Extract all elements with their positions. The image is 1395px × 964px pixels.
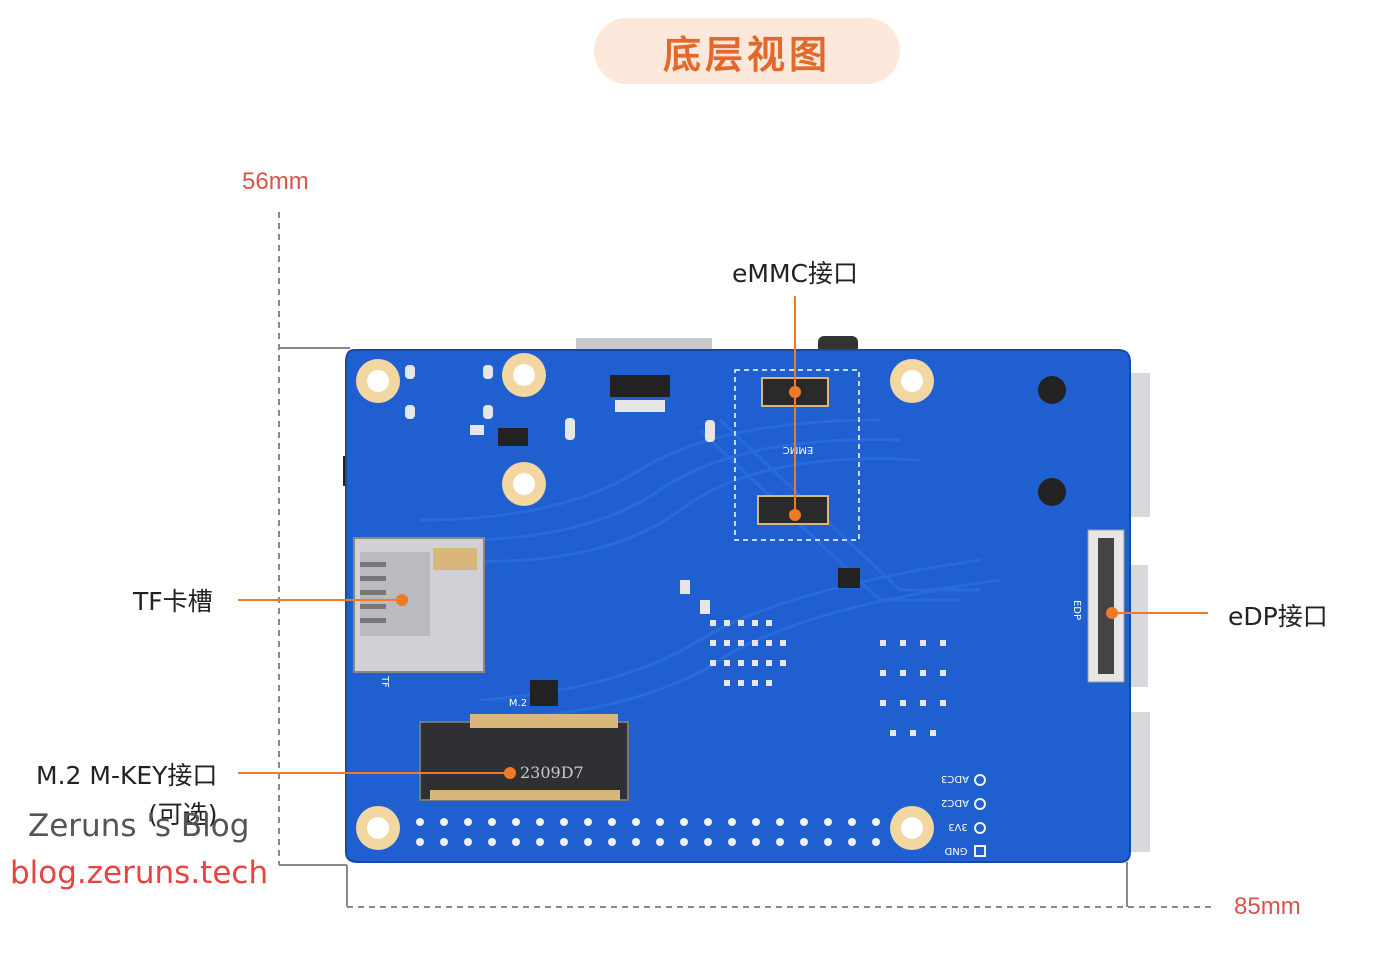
led-top — [1038, 376, 1066, 404]
emmc-callout-label: eMMC接口 — [732, 259, 858, 288]
tf-silkscreen: TF — [379, 675, 390, 688]
callout-dots — [396, 386, 1118, 779]
pin-label-gnd: GND — [944, 845, 967, 856]
pin-pads — [974, 774, 986, 857]
m2-code: 2309D7 — [520, 763, 584, 782]
title-badge: 底层视图 — [594, 18, 900, 84]
pin-labels: ADC3 ADC2 3V3 GND — [941, 773, 969, 856]
soc-pad-field — [710, 620, 946, 736]
dimension-lines — [278, 212, 1212, 908]
m2-callout-note: (可选) — [148, 800, 218, 829]
emmc-outline — [734, 369, 860, 541]
height-dimension-label: 56mm — [242, 168, 309, 195]
m2-slot — [419, 714, 629, 801]
m2-silkscreen: M.2 — [509, 698, 527, 709]
emmc-silkscreen: EMMC — [783, 444, 814, 455]
edp-callout-label: eDP接口 — [1228, 602, 1328, 631]
smd-components — [405, 365, 860, 706]
pin-label-adc2: ADC2 — [941, 797, 969, 808]
gpio-header — [416, 818, 880, 846]
edp-silkscreen: EDP — [1071, 600, 1082, 620]
m2-callout-label: M.2 M-KEY接口 — [36, 761, 218, 790]
mounting-holes — [356, 353, 934, 850]
tf-card-slot — [353, 537, 485, 673]
width-dimension-label: 85mm — [1234, 893, 1301, 920]
callout-lines — [238, 296, 1208, 774]
watermark-name: Zeruns 's Blog — [28, 808, 250, 844]
tf-callout-label: TF卡槽 — [133, 587, 213, 616]
watermark-url: blog.zeruns.tech — [10, 855, 269, 891]
led-bottom — [1038, 478, 1066, 506]
page-title: 底层视图 — [662, 32, 831, 77]
pin-label-3v3: 3V3 — [948, 821, 968, 832]
pin-label-adc3: ADC3 — [941, 773, 969, 784]
pcb-traces — [419, 418, 1001, 722]
